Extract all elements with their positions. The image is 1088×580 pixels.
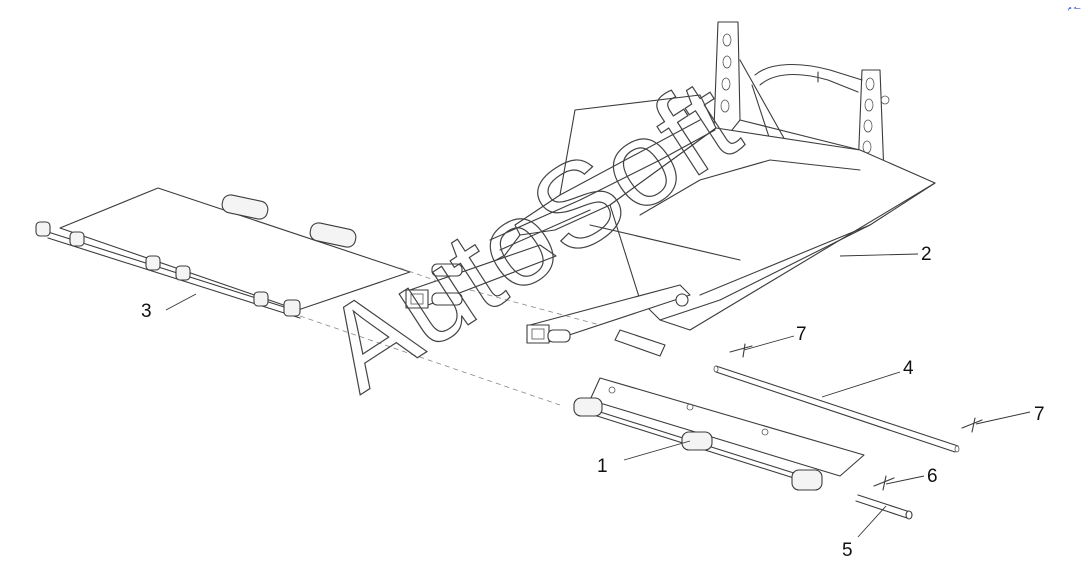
callout-6: 6	[927, 466, 938, 487]
callout-1: 1	[597, 456, 608, 477]
part-4-pin	[713, 365, 960, 453]
callout-leaders	[165, 253, 1031, 538]
part-2-frame	[405, 21, 936, 357]
callout-3: 3	[141, 301, 152, 322]
callout-7-lower: 7	[1034, 404, 1045, 425]
corner-mark: ــه م	[1068, 4, 1081, 11]
part-3-plate	[35, 187, 561, 406]
callout-7-upper: 7	[796, 324, 807, 345]
callout-2: 2	[921, 244, 932, 265]
part-5-pin	[855, 494, 913, 520]
part-1-plate	[573, 377, 865, 491]
cotter-pins	[729, 343, 983, 491]
callout-5: 5	[842, 540, 853, 561]
callout-4: 4	[903, 358, 914, 379]
